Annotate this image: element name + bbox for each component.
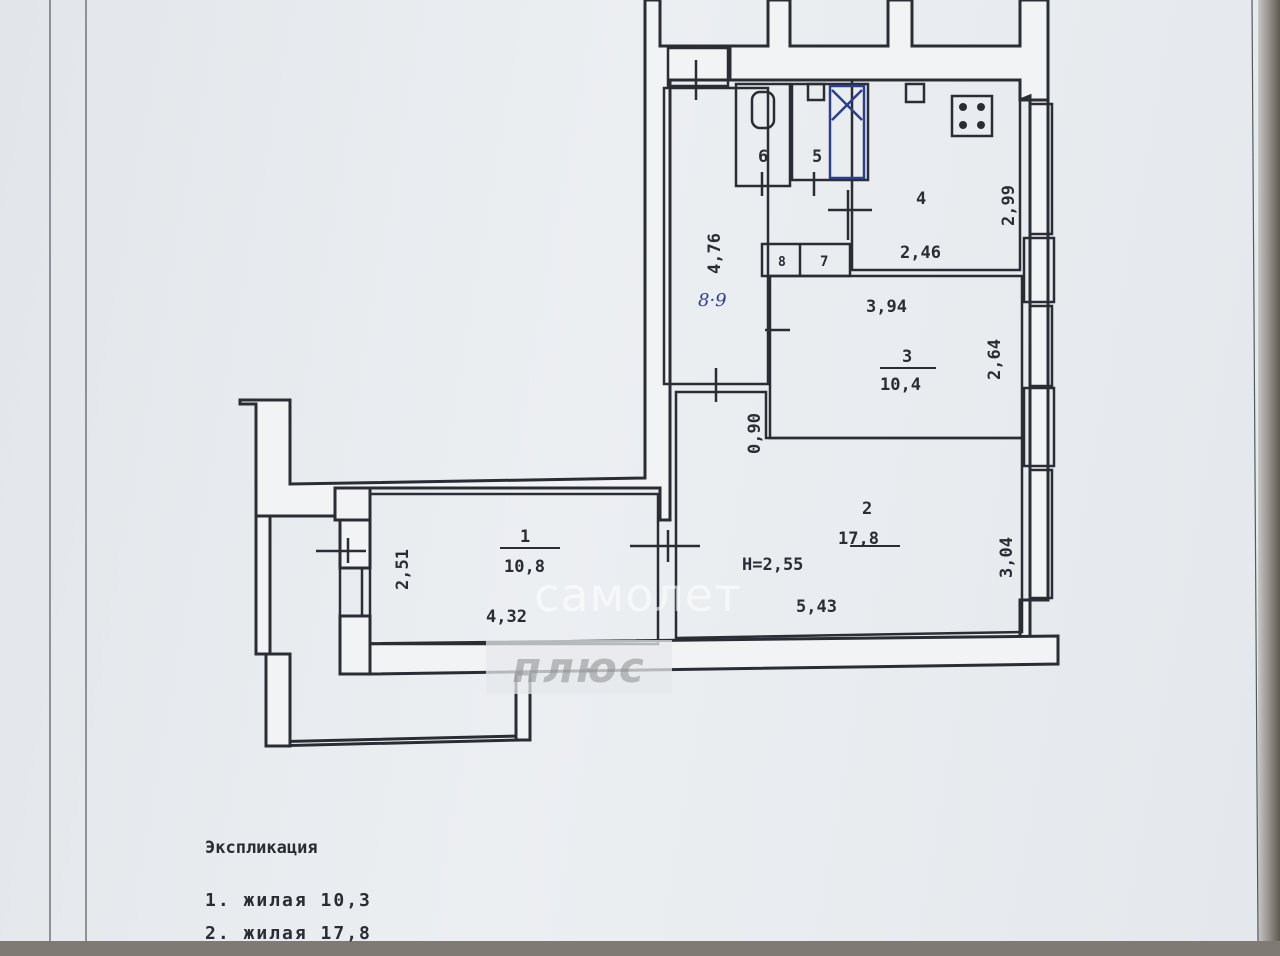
room-3-number: 3 <box>902 347 912 367</box>
watermark-logo-box: плюс <box>486 640 672 694</box>
corridor-length: 4,76 <box>705 233 725 274</box>
floor-plan: 1 10,8 2 17,8 3 10,4 4 5 6 7 8 H=2,55 4,… <box>49 0 1259 941</box>
room-5-number: 5 <box>812 147 822 167</box>
page-edge-shadow <box>1258 0 1280 941</box>
legend-item: 2. жилая 17,8 <box>205 923 372 944</box>
room-2-number: 2 <box>862 499 872 519</box>
room-1-depth: 2,51 <box>393 549 413 590</box>
room-1-number: 1 <box>520 527 530 547</box>
room-3-depth: 2,64 <box>985 339 1005 380</box>
room-4-number: 4 <box>916 189 926 209</box>
explication-legend: Экспликация 1. жилая 10,3 2. жилая 17,8 <box>205 838 372 956</box>
room-2-depth: 3,04 <box>997 537 1017 578</box>
room-8-number: 8 <box>778 255 786 270</box>
room-4-depth: 2,99 <box>999 185 1019 226</box>
room-1-area: 10,8 <box>504 557 545 577</box>
room-2-area: 17,8 <box>838 529 879 549</box>
handwritten-note: 8·9 <box>698 290 727 311</box>
legend-item: 1. жилая 10,3 <box>205 890 372 911</box>
room-7-number: 7 <box>820 254 828 270</box>
room-2-width: 5,43 <box>796 597 837 617</box>
passage-width: 0,90 <box>745 413 765 454</box>
room-4-width: 2,46 <box>900 243 941 263</box>
room-1-width: 4,32 <box>486 607 527 627</box>
watermark-logo-text: самолет <box>534 568 742 622</box>
room-3-area: 10,4 <box>880 375 921 395</box>
ceiling-height: H=2,55 <box>742 555 803 575</box>
room-3-width: 3,94 <box>866 297 907 317</box>
legend-title: Экспликация <box>205 838 318 858</box>
room-6-number: 6 <box>758 147 768 167</box>
